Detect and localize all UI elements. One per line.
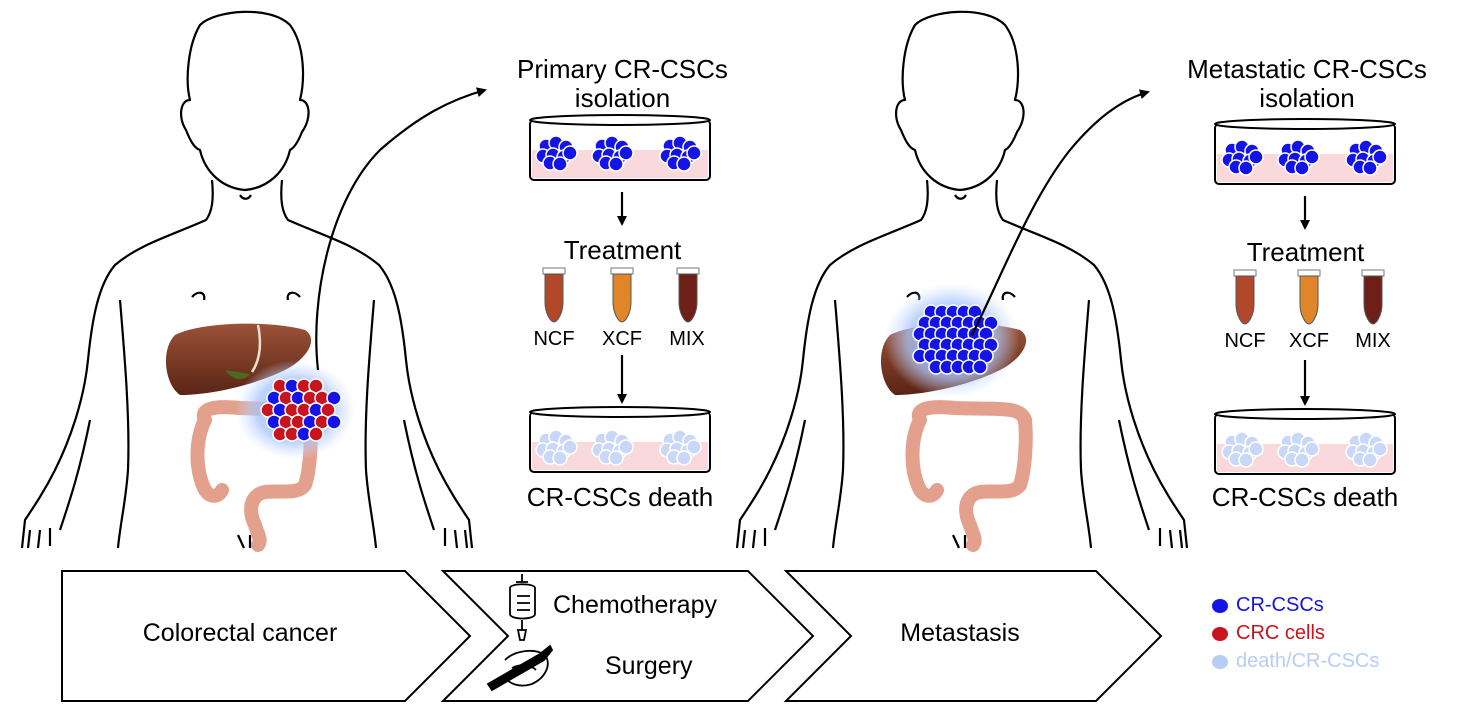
legend-item-crc-cells: CRC cells — [1212, 622, 1325, 645]
crc-cell — [320, 402, 336, 418]
tube-label-metastatic-ncf: NCF — [1224, 330, 1266, 352]
petri-dish-primary-death — [529, 406, 711, 473]
cr-csc-cell — [562, 145, 578, 161]
dead-cell — [1304, 441, 1320, 457]
tube-xcf-icon — [610, 267, 634, 323]
cr-csc-cell — [1294, 160, 1310, 176]
treatment-label-primary: Treatment — [563, 235, 682, 265]
tube-mix-icon — [1361, 269, 1385, 325]
cr-csc-cell — [676, 156, 692, 172]
tube-label-primary-mix: MIX — [669, 328, 705, 350]
treatment-tubes-metastatic — [1233, 269, 1385, 325]
human-body-silhouette-metastatic — [735, 10, 1189, 549]
dead-cell — [608, 450, 624, 466]
cr-csc-cell — [618, 145, 634, 161]
dead-cell — [618, 439, 634, 455]
tube-ncf-icon — [1233, 269, 1257, 325]
result-label-primary: CR-CSCs death — [526, 482, 714, 512]
human-body-silhouette-primary — [20, 10, 474, 549]
dead-cell — [686, 439, 702, 455]
cr-csc-cell — [972, 359, 988, 375]
metastatic-tumor — [884, 282, 1020, 398]
tube-label-primary-ncf: NCF — [533, 328, 575, 350]
timeline-step-colorectal-cancer — [61, 570, 472, 702]
legend-label-cr-cscs: CR-CSCs — [1236, 594, 1324, 616]
treatment-tubes-primary — [542, 267, 700, 323]
cr-csc-cell — [608, 156, 624, 172]
iv-bag-icon — [509, 574, 536, 641]
tube-xcf-icon — [1297, 269, 1321, 325]
timeline-label-metastasis: Metastasis — [900, 619, 1020, 647]
tube-label-primary-xcf: XCF — [602, 328, 642, 350]
result-label-metastatic: CR-CSCs death — [1211, 482, 1399, 512]
cr-csc-cell — [326, 390, 342, 406]
cr-csc-cell — [1248, 149, 1264, 165]
dead-cell — [552, 450, 568, 466]
petri-dish-primary-isolation — [529, 114, 711, 181]
dead-cell — [1362, 452, 1378, 468]
dead-cell — [1248, 441, 1264, 457]
dead-cell — [1372, 441, 1388, 457]
dead-cell — [1238, 452, 1254, 468]
cr-csc-cell — [686, 145, 702, 161]
panel-title-primary: Primary CR-CSCs isolation — [517, 54, 728, 113]
isolation-arrow-primary — [315, 87, 487, 371]
colon-metastatic — [905, 400, 1033, 552]
tube-label-metastatic-mix: MIX — [1355, 330, 1391, 352]
treatment-label-metastatic: Treatment — [1246, 237, 1365, 267]
legend-label-crc-cells: CRC cells — [1236, 622, 1325, 644]
cr-csc-cell — [1372, 149, 1388, 165]
dead-cell — [1294, 452, 1310, 468]
timeline-step-metastasis — [783, 570, 1163, 702]
legend-label-death-cr-cscs: death/CR-CSCs — [1236, 650, 1380, 672]
legend-swatch-death-cr-cscs — [1212, 654, 1228, 669]
dead-cell — [676, 450, 692, 466]
cr-csc-cell — [326, 414, 342, 430]
cr-csc-cell — [1238, 160, 1254, 176]
tube-mix-icon — [676, 267, 700, 323]
legend-swatch-crc-cells — [1212, 626, 1228, 641]
dead-cell — [562, 439, 578, 455]
petri-dish-metastatic-death — [1214, 408, 1396, 475]
cr-csc-cell — [1362, 160, 1378, 176]
crc-cell — [308, 378, 324, 394]
liver-primary — [165, 323, 312, 395]
timeline-label-colorectal-cancer: Colorectal cancer — [142, 619, 338, 647]
primary-tumor — [235, 360, 355, 460]
tube-label-metastatic-xcf: XCF — [1289, 330, 1329, 352]
panel-title-metastatic: Metastatic CR-CSCs isolation — [1187, 54, 1427, 113]
cr-csc-cell — [552, 156, 568, 172]
timeline-label-chemotherapy: Chemotherapy — [553, 591, 717, 619]
legend-item-cr-cscs: CR-CSCs — [1212, 594, 1324, 617]
legend-swatch-cr-cscs — [1212, 598, 1228, 613]
isolation-arrow-metastatic — [971, 89, 1150, 336]
legend-item-death-cr-cscs: death/CR-CSCs — [1212, 650, 1379, 673]
tube-ncf-icon — [542, 267, 566, 323]
scalpel-hand-icon — [486, 644, 554, 692]
crc-cell — [308, 426, 324, 442]
petri-dish-metastatic-isolation — [1214, 118, 1396, 185]
timeline-label-surgery: Surgery — [605, 652, 693, 680]
cr-csc-cell — [1304, 149, 1320, 165]
